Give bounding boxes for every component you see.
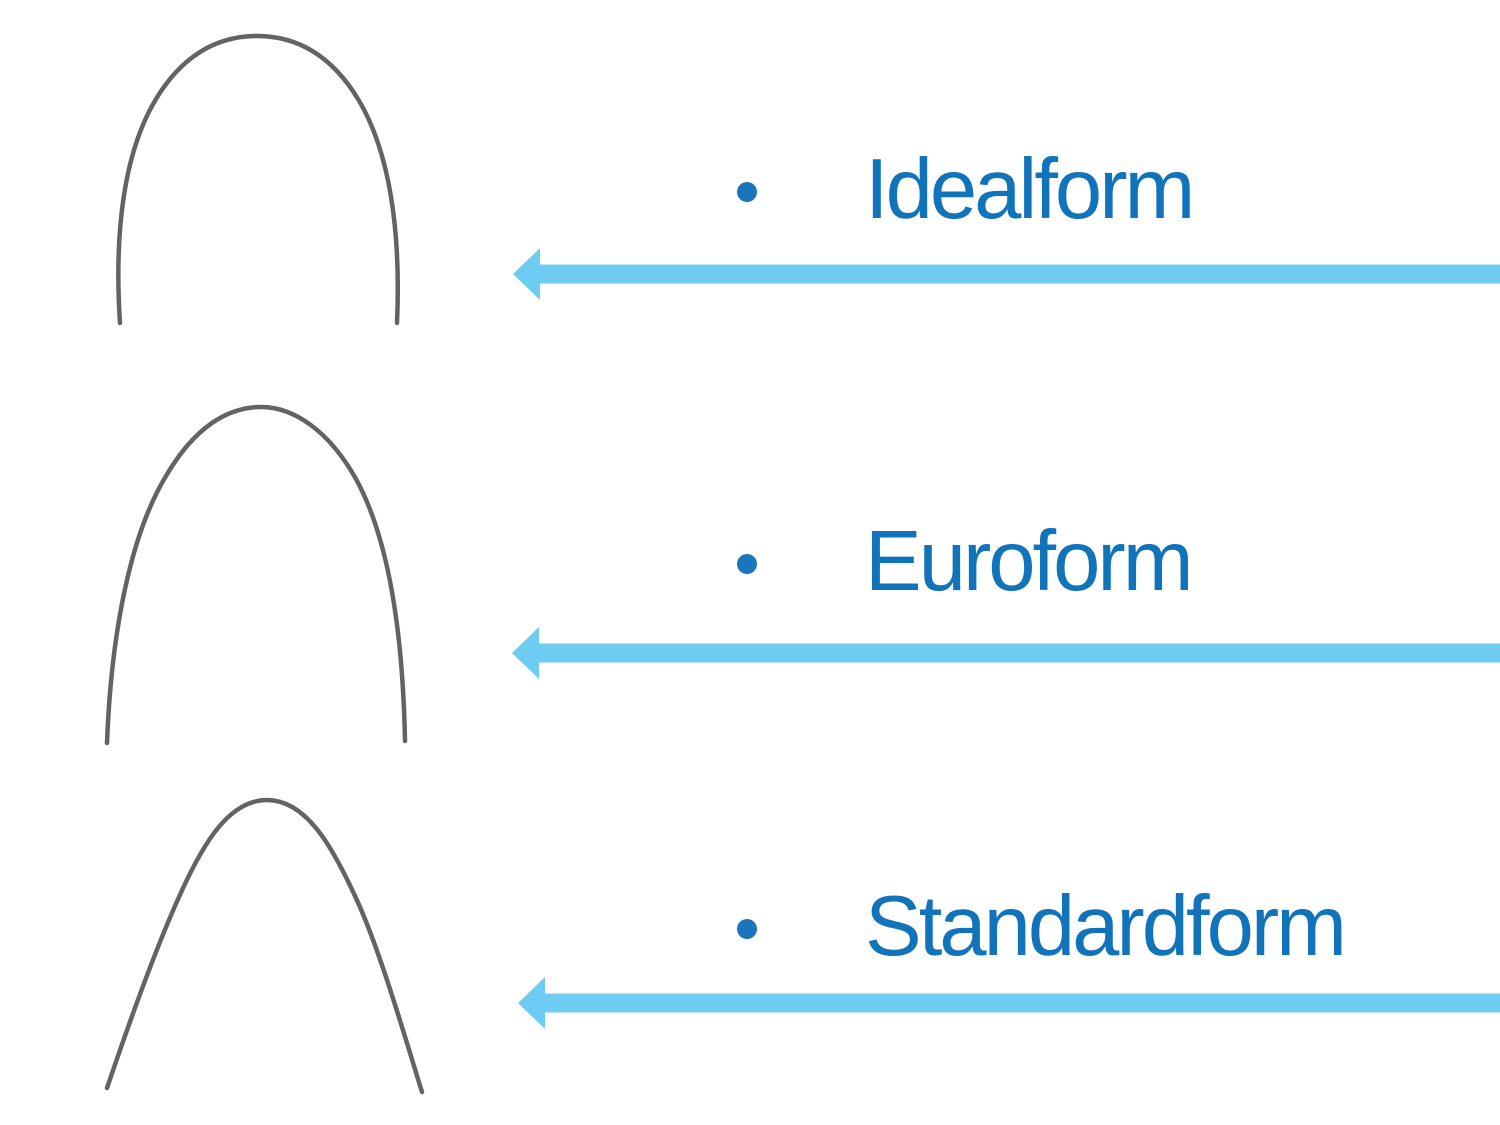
label-euroform: Euroform — [865, 513, 1194, 609]
euroform-archwire-image — [104, 404, 408, 746]
list-item-idealform: Idealform — [737, 139, 1195, 239]
standardform-archwire-image — [104, 797, 425, 1095]
bullet-dot-icon — [737, 919, 757, 939]
label-standardform: Standardform — [865, 878, 1347, 974]
list-item-standardform: Standardform — [737, 876, 1347, 976]
standardform-left-arrow-icon — [518, 977, 1500, 1029]
bullet-dot-shape — [737, 919, 757, 939]
list-item-euroform: Euroform — [737, 511, 1194, 611]
idealform-left-arrow-icon — [513, 248, 1500, 300]
label-idealform: Idealform — [865, 141, 1195, 237]
idealform-archwire-image — [116, 33, 401, 326]
bullet-dot-icon — [737, 182, 757, 202]
euroform-left-arrow-icon — [512, 627, 1500, 679]
bullet-dot-icon — [737, 554, 757, 574]
bullet-dot-shape — [737, 182, 757, 202]
bullet-dot-shape — [737, 554, 757, 574]
